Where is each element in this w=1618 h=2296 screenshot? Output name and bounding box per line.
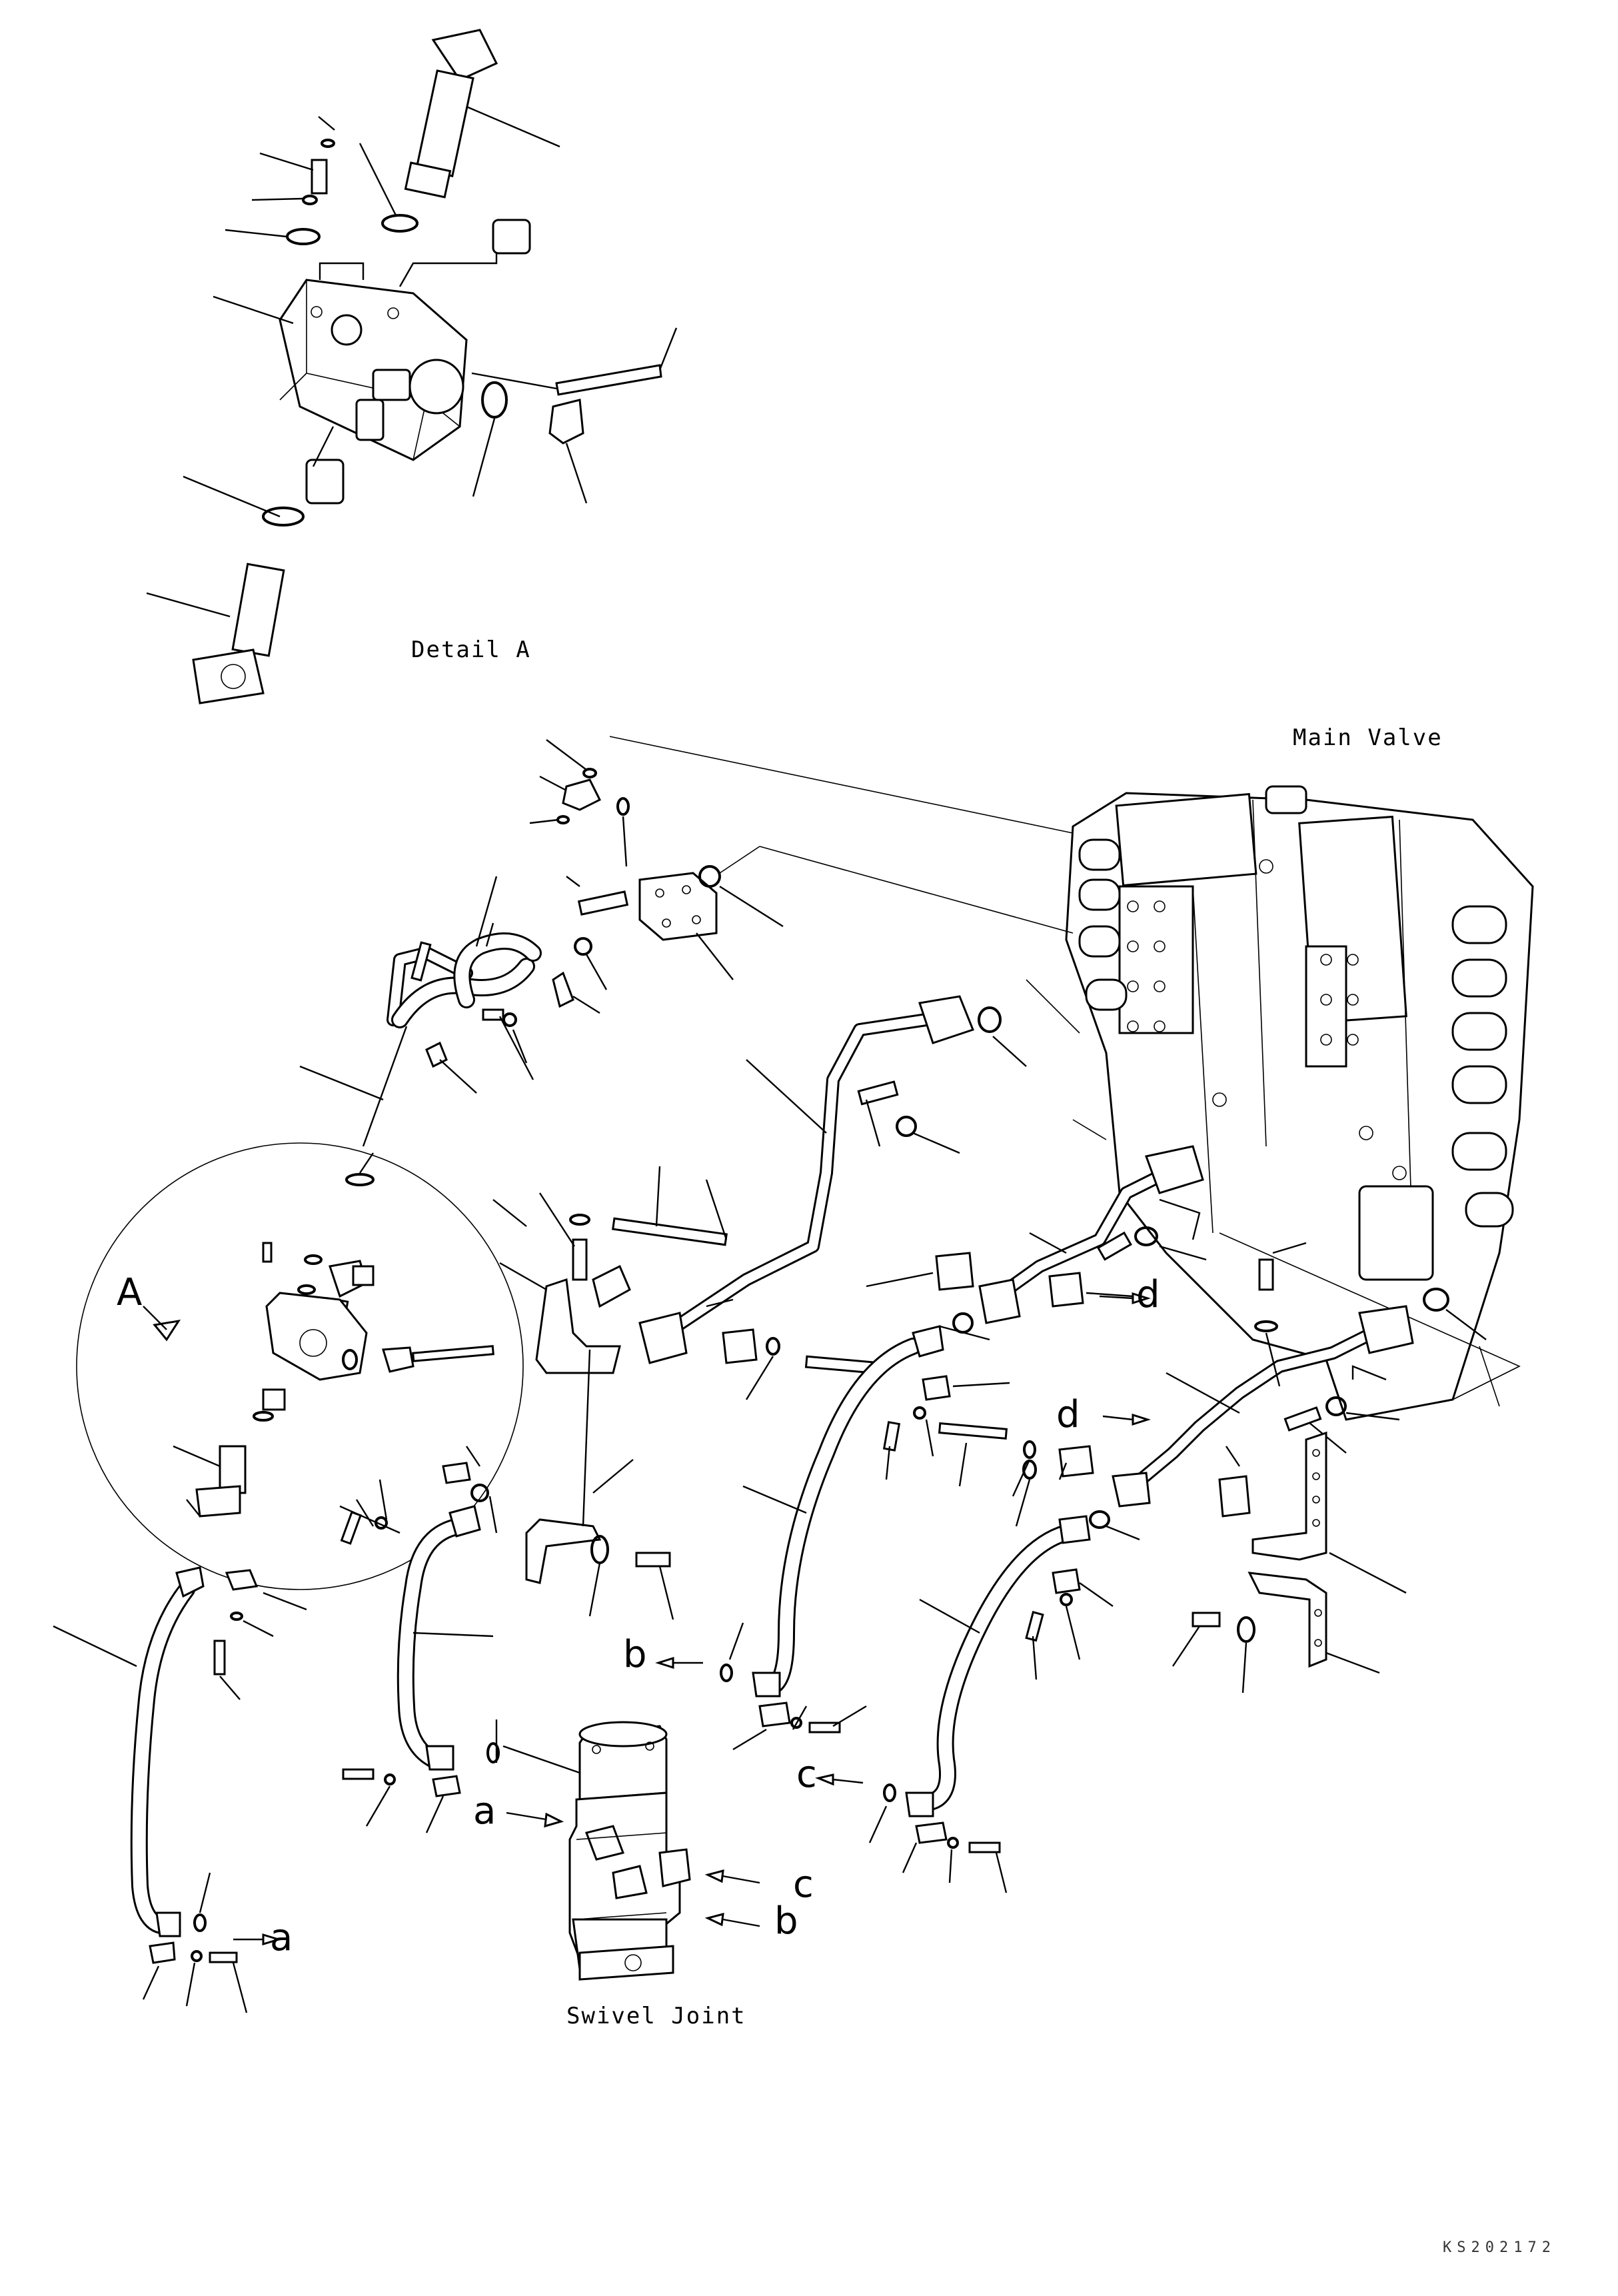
flange-block-group — [566, 865, 784, 990]
callout-letter-a-upper: A — [117, 1271, 143, 1314]
detail-a-o-ring-1 — [381, 214, 418, 233]
port-label-c-hose: c — [796, 1753, 817, 1796]
brackets-right — [1172, 1431, 1407, 1694]
detail-a-plug-side — [548, 399, 584, 445]
main-valve-leader-lines — [609, 736, 1521, 1407]
main-valve-spools — [1078, 838, 1514, 1228]
detail-a-plug-right — [492, 219, 531, 255]
detail-a-plug-lower — [305, 459, 345, 505]
port-label-d-upper: d — [1136, 1273, 1160, 1316]
detail-a-plug-small — [311, 159, 328, 195]
port-label-d-lower: d — [1056, 1393, 1080, 1436]
pipe-d-upper — [978, 1145, 1207, 1324]
swivel-joint-assembly — [502, 1721, 691, 1981]
detail-a-leader-lines — [146, 105, 678, 618]
detail-a-valve-block — [279, 279, 468, 461]
hose-center-b — [720, 1325, 1036, 1751]
hose-middle-left — [340, 1446, 500, 1833]
port-label-c-swivel: c — [793, 1863, 814, 1906]
port-label-b-swivel: b — [774, 1899, 798, 1943]
detail-a-o-ring-5 — [262, 507, 305, 527]
detail-a-top-fitting — [404, 29, 498, 199]
swivel-joint-caption: Swivel Joint — [566, 2003, 746, 2029]
pipe-d-lower — [1015, 1242, 1487, 1541]
hose-left-bottom — [53, 1566, 307, 2013]
port-label-a-hose: a — [270, 1916, 293, 1959]
long-pipe-main — [638, 995, 1027, 1364]
hose-right-c — [868, 1515, 1114, 1893]
bracket-center-left — [499, 1262, 734, 1620]
drawing-code: KS202172 — [1443, 2239, 1556, 2256]
detail-a-caption: Detail A — [411, 636, 531, 663]
detail-a-bottom-fitting — [192, 563, 285, 704]
port-label-b-hose: b — [623, 1633, 647, 1676]
detail-a-assembly — [146, 29, 678, 704]
port-arrows — [233, 1292, 1151, 1946]
upper-left-hoses — [299, 876, 600, 1227]
clamp-group-middle — [722, 1252, 1134, 1400]
detail-a-washer — [302, 195, 318, 205]
bolts-center — [538, 1166, 882, 1375]
detail-a-o-ring-2 — [286, 228, 321, 245]
main-valve-port-bolts — [1127, 859, 1407, 1180]
detail-a-bolt-long — [555, 364, 662, 396]
main-valve-assembly — [1065, 785, 1534, 1421]
port-label-a-swivel: a — [473, 1789, 496, 1833]
main-valve-caption: Main Valve — [1293, 724, 1443, 751]
detail-a-o-ring-3 — [321, 139, 335, 148]
detail-a-o-ring-4 — [481, 381, 508, 419]
tee-fitting-group — [529, 739, 630, 867]
detail-a-callout-circle — [76, 1142, 524, 1590]
